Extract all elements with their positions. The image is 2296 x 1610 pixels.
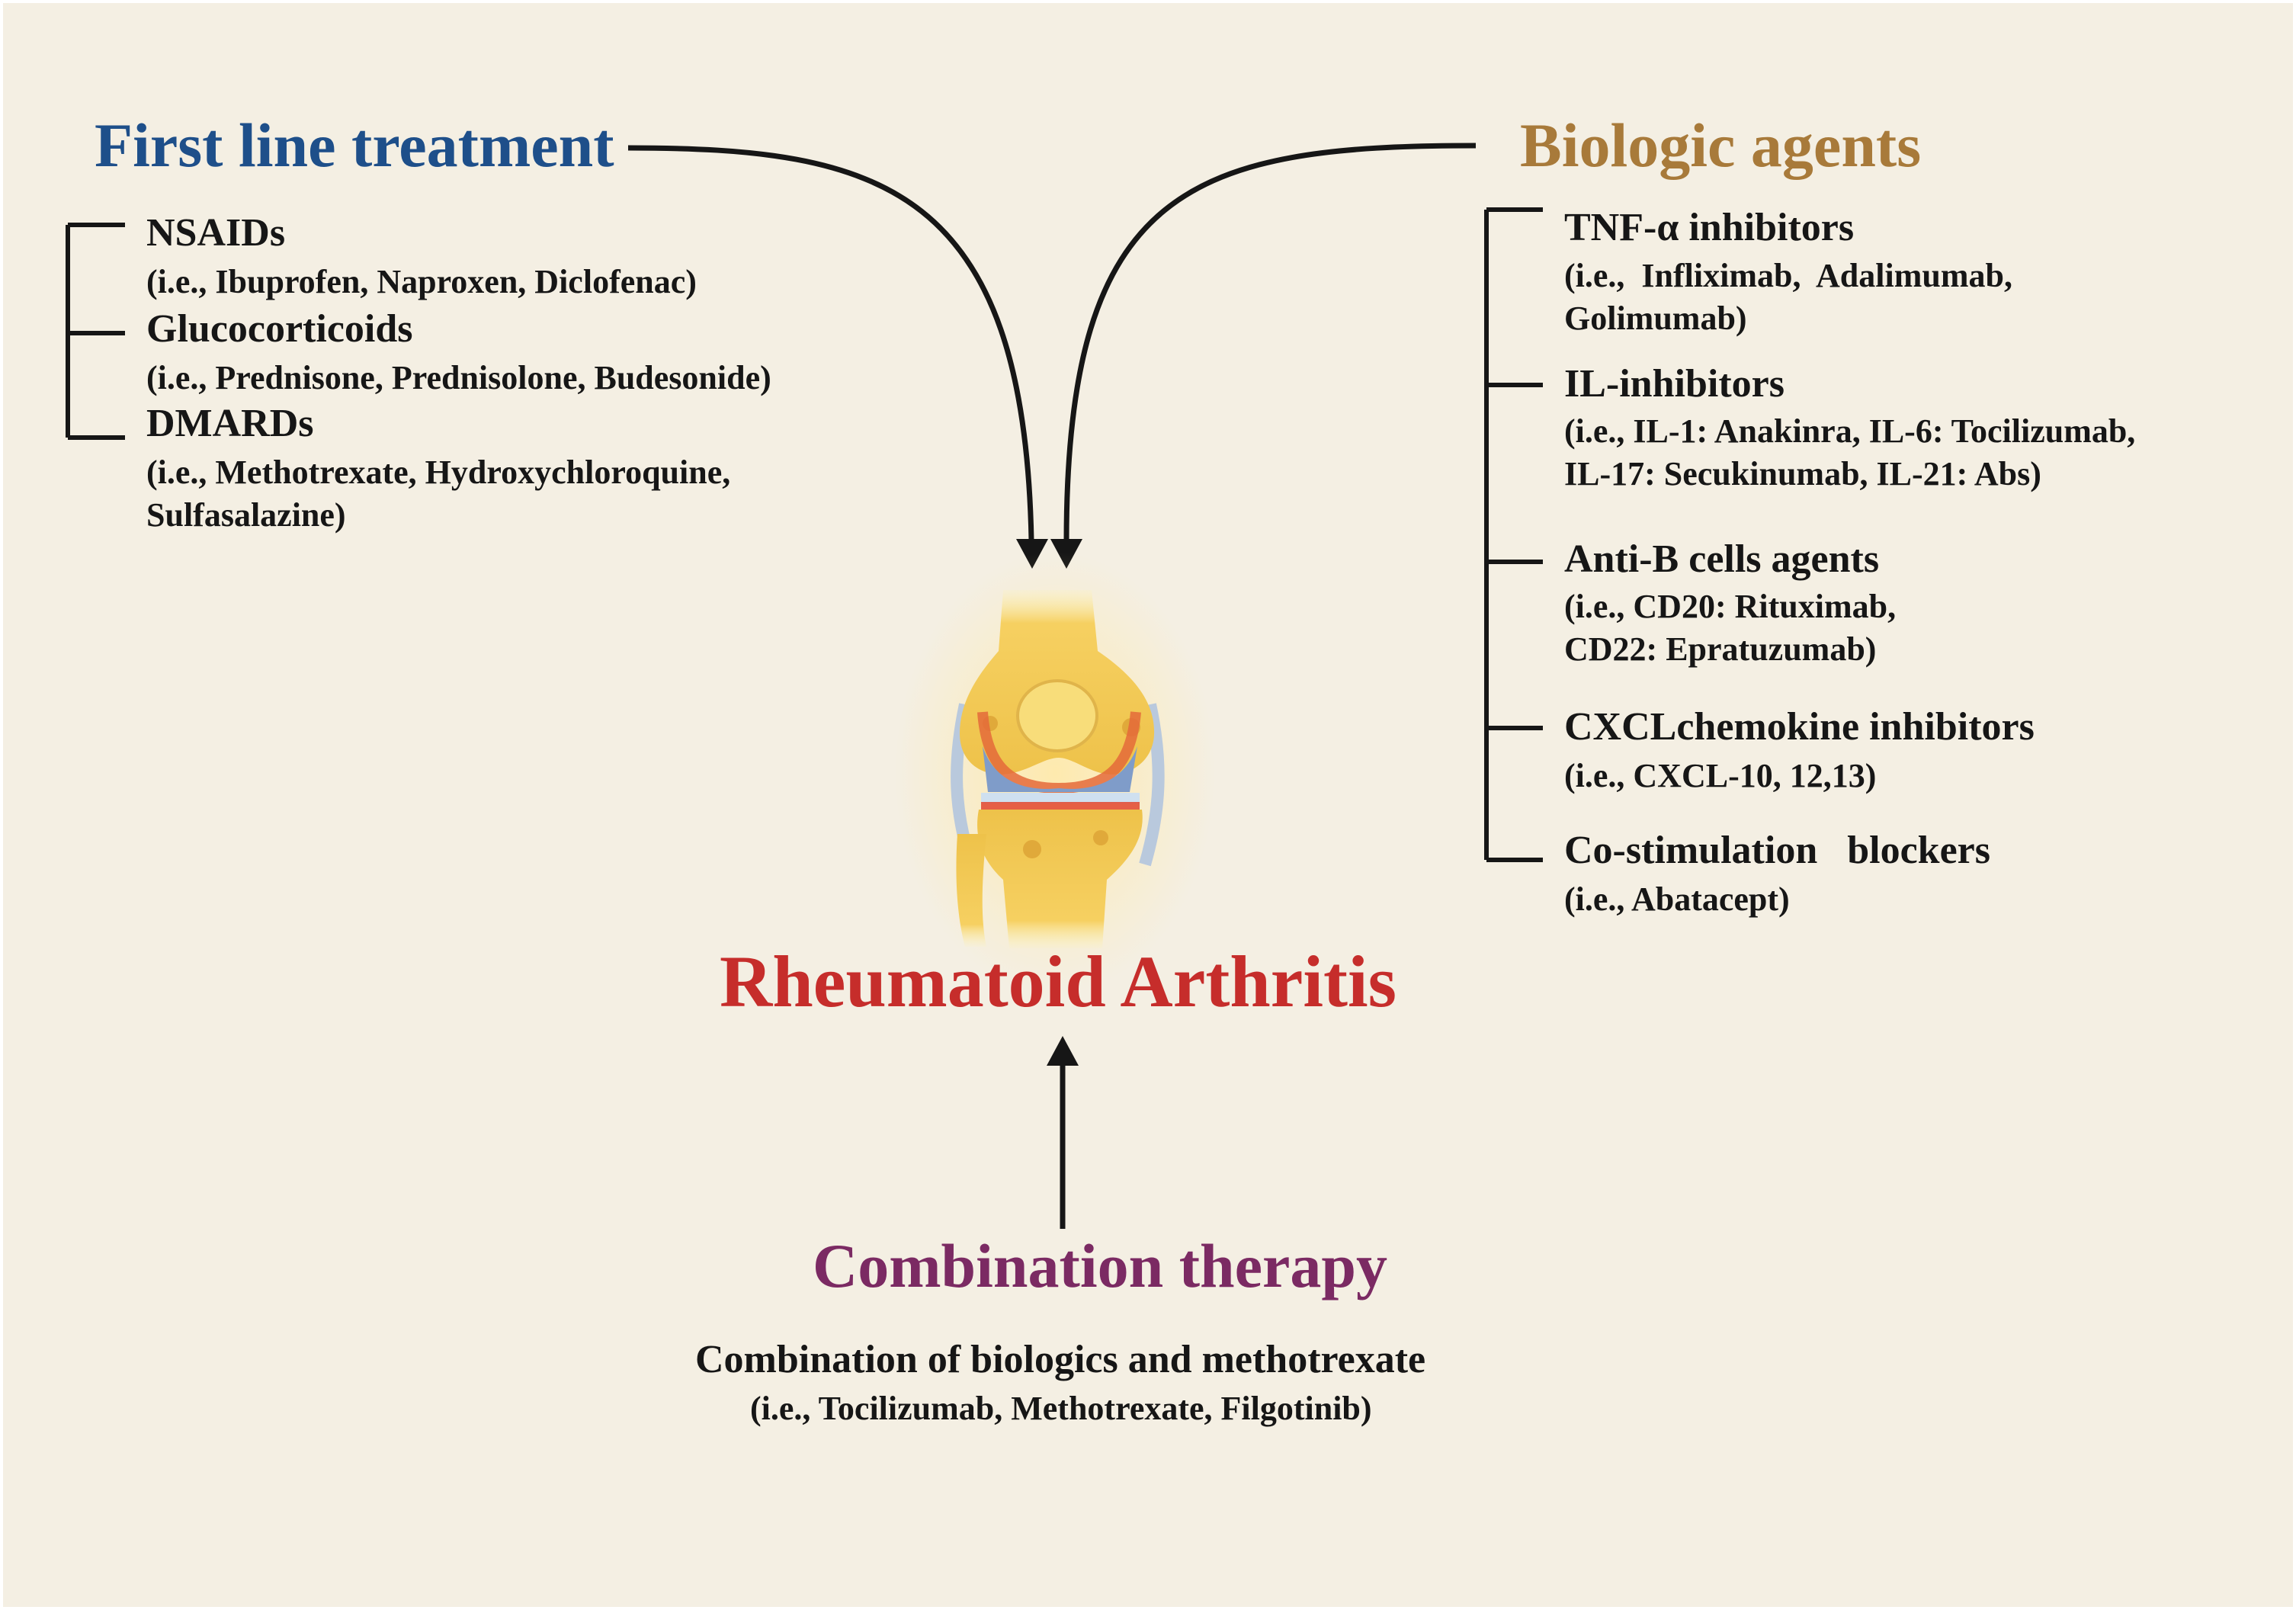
- anti-b-cells-examples-line1: (i.e., CD20: Rituximab,: [1564, 588, 1897, 625]
- anti-b-cells-label: Anti-B cells agents: [1564, 537, 1880, 581]
- arrowhead-combination: [1047, 1036, 1079, 1066]
- il-inhibitors-label: IL-inhibitors: [1564, 362, 1785, 406]
- dmards-examples-line2: Sulfasalazine): [146, 496, 346, 534]
- arrow-biologic: [1063, 143, 1477, 541]
- diagram-canvas: First line treatment NSAIDs (i.e., Ibupr…: [3, 3, 2293, 1607]
- dmards-label: DMARDs: [146, 402, 314, 445]
- rheumatoid-arthritis-title: Rheumatoid Arthritis: [720, 941, 1397, 1022]
- glucocorticoids-examples: (i.e., Prednisone, Prednisolone, Budeson…: [146, 359, 771, 396]
- cxcl-inhibitors-label: CXCLchemokine inhibitors: [1564, 705, 2035, 749]
- biologic-title: Biologic agents: [1520, 111, 1922, 180]
- nsaids-examples: (i.e., Ibuprofen, Naproxen, Diclofenac): [146, 263, 697, 300]
- glucocorticoids-label: Glucocorticoids: [146, 307, 413, 351]
- il-inhibitors-examples-line2: IL-17: Secukinumab, IL-21: Abs): [1564, 455, 2041, 492]
- anti-b-cells-examples-line2: CD22: Epratuzumab): [1564, 630, 1877, 668]
- combination-therapy-examples: (i.e., Tocilizumab, Methotrexate, Filgot…: [750, 1390, 1372, 1427]
- arrowhead-first-line: [1016, 539, 1048, 569]
- cxcl-inhibitors-examples: (i.e., CXCL-10, 12,13): [1564, 757, 1877, 794]
- knee-joint-icon: [895, 552, 1215, 994]
- arrow-first-line: [627, 145, 1034, 541]
- first-line-title: First line treatment: [95, 111, 614, 180]
- combination-therapy-description: Combination of biologics and methotrexat…: [695, 1338, 1426, 1381]
- tnf-inhibitors-examples-line2: Golimumab): [1564, 300, 1747, 337]
- dmards-examples-line1: (i.e., Methotrexate, Hydroxychloroquine,: [146, 454, 731, 491]
- biologic-bracket: [1484, 207, 1543, 862]
- tnf-inhibitors-label: TNF-α inhibitors: [1564, 206, 1855, 249]
- combination-therapy-title: Combination therapy: [813, 1231, 1388, 1301]
- tnf-inhibitors-examples-line1: (i.e., Infliximab, Adalimumab,: [1564, 257, 2012, 294]
- first-line-bracket: [66, 223, 125, 440]
- il-inhibitors-examples-line1: (i.e., IL-1: Anakinra, IL-6: Tocilizumab…: [1564, 412, 2136, 450]
- co-stimulation-blockers-examples: (i.e., Abatacept): [1564, 880, 1790, 918]
- co-stimulation-blockers-label: Co-stimulation blockers: [1564, 829, 1990, 872]
- nsaids-label: NSAIDs: [146, 211, 286, 255]
- diagram-graphics: [66, 143, 1543, 1229]
